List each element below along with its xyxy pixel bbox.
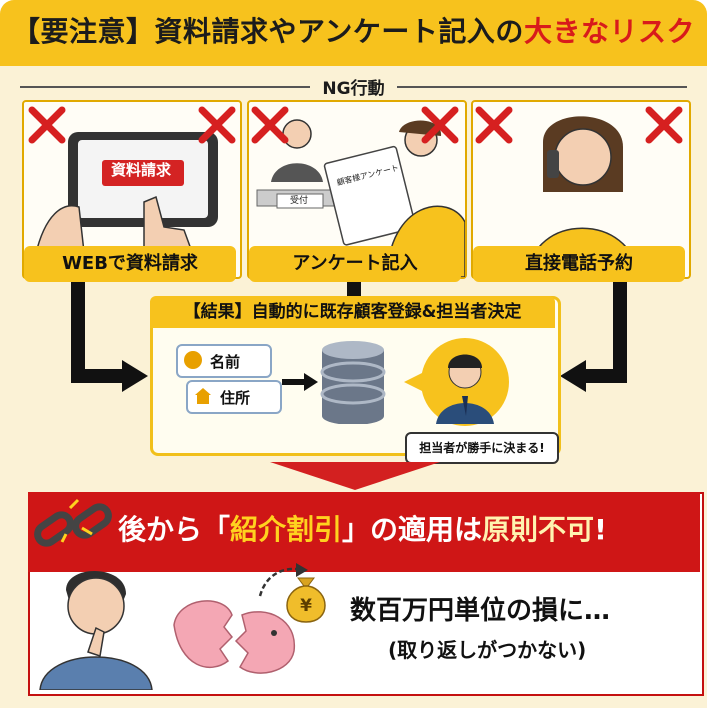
loss-main-text: 数百万円単位の損に… bbox=[350, 596, 611, 626]
warning-part3: ! bbox=[594, 513, 607, 546]
worried-man-icon bbox=[39, 570, 153, 690]
warning-header bbox=[28, 492, 700, 572]
warning-headline: 後から「紹介割引」の適用は原則不可! bbox=[118, 508, 698, 548]
arrow-right-icon bbox=[282, 373, 318, 391]
warning-discount: 紹介割引 bbox=[230, 513, 343, 546]
survey-illustration bbox=[251, 106, 466, 278]
warning-emphasis: 原則不可 bbox=[482, 513, 595, 546]
name-field-card: 名前 bbox=[176, 344, 272, 378]
cross-icon bbox=[421, 106, 459, 144]
broken-piggy-bank-icon bbox=[173, 600, 295, 674]
money-bag-icon bbox=[286, 577, 326, 623]
tablet-illustration bbox=[28, 106, 236, 263]
ng-label-web: WEBで資料請求 bbox=[24, 246, 236, 282]
address-field-label: 住所 bbox=[220, 389, 251, 407]
sales-rep-icon bbox=[404, 338, 509, 426]
ng-label-survey: アンケート記入 bbox=[249, 246, 461, 282]
cross-icon bbox=[251, 106, 289, 144]
page-title: 【要注意】資料請求やアンケート記入の大きなリスク bbox=[0, 10, 707, 50]
cross-icon bbox=[475, 106, 513, 144]
warning-part1: 後から「 bbox=[118, 513, 231, 546]
cross-icon bbox=[28, 106, 66, 144]
yen-symbol: ¥ bbox=[300, 596, 312, 616]
result-title: 【結果】自動的に既存顧客登録&担当者決定 bbox=[150, 296, 555, 328]
warning-part2: 」の適用は bbox=[342, 513, 483, 546]
down-arrow-icon bbox=[270, 462, 440, 490]
person-icon bbox=[184, 351, 202, 369]
ng-label: NG行動 bbox=[322, 79, 385, 99]
broken-chain-icon bbox=[34, 498, 112, 547]
reception-sign: 受付 bbox=[289, 196, 308, 206]
ng-label-phone: 直接電話予約 bbox=[473, 246, 685, 282]
address-field-card: 住所 bbox=[186, 380, 282, 414]
title-highlight: 大きなリスク bbox=[523, 15, 695, 48]
curved-arrow-icon bbox=[258, 563, 308, 597]
loss-sub-text: (取り返しがつかない) bbox=[388, 638, 587, 662]
ng-divider-left bbox=[20, 86, 310, 88]
tablet-screen-button: 資料請求 bbox=[110, 161, 171, 179]
cross-icon bbox=[645, 106, 683, 144]
database-icon bbox=[320, 341, 386, 424]
title-prefix: 【要注意】資料請求やアンケート記入の bbox=[12, 15, 524, 48]
name-field-label: 名前 bbox=[210, 353, 241, 371]
house-icon bbox=[194, 387, 212, 405]
flow-arrows bbox=[71, 282, 627, 392]
auto-assign-bubble: 担当者が勝手に決まる! bbox=[405, 432, 559, 464]
title-bar bbox=[0, 0, 707, 66]
cross-icon bbox=[198, 106, 236, 144]
ng-divider-right bbox=[397, 86, 687, 88]
